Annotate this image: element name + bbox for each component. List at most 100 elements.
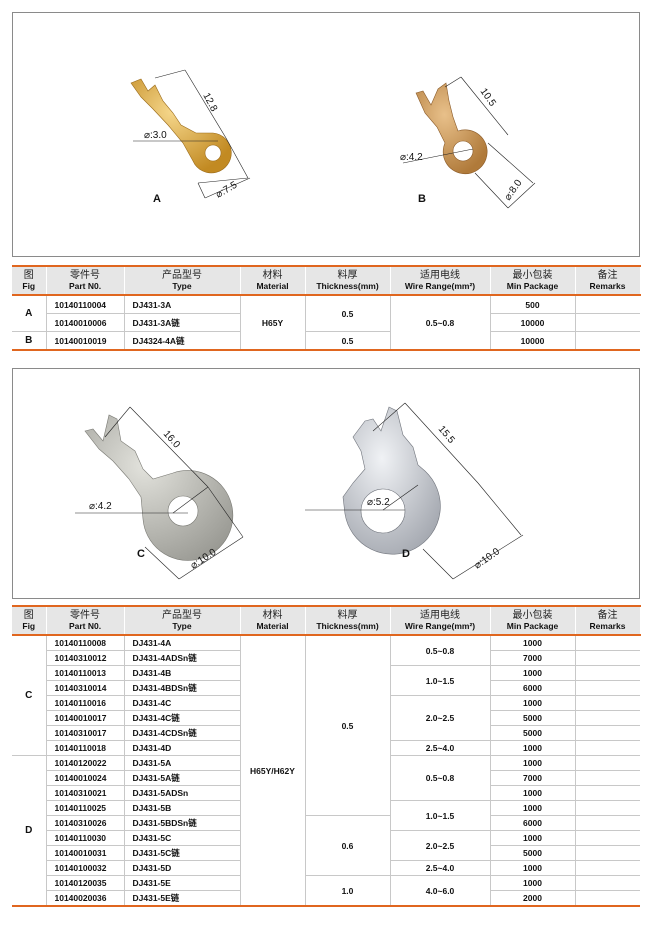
type-cell: DJ431-5E	[123, 875, 241, 891]
dimension-lines-d	[305, 402, 524, 580]
type-cell: DJ431-4B	[123, 665, 241, 681]
part-number-cell: 10140110013	[46, 665, 125, 681]
min-package-cell: 1000	[489, 740, 576, 756]
min-package-cell: 1000	[489, 830, 576, 846]
dimension-outer-d: ⌀:10.0	[472, 546, 502, 571]
figure-label-b: B	[418, 193, 426, 205]
header-label-en: Material	[256, 280, 289, 291]
min-package-cell: 5000	[489, 725, 576, 741]
type-cell: DJ431-5D	[123, 860, 241, 876]
wire-cell: 0.5~0.8	[389, 755, 491, 801]
min-package-cell: 2000	[489, 890, 576, 907]
min-package-cell: 1000	[489, 785, 576, 801]
part-number-cell: 10140120035	[46, 875, 125, 891]
figure-label-d: D	[402, 548, 410, 560]
type-cell: DJ431-4BDSn链	[123, 680, 241, 696]
dimension-length-a: 12.8	[200, 91, 219, 114]
dimension-hole-d: ⌀:5.2	[367, 497, 390, 508]
header-label-en: Fig	[22, 280, 36, 291]
part-number-cell: 10140110004	[45, 294, 125, 314]
header-label-en: Min Package	[506, 620, 559, 631]
type-cell: DJ431-5C链	[123, 845, 241, 861]
header-label-en: Type	[172, 620, 192, 631]
type-cell: DJ431-5ADSn	[123, 785, 241, 801]
dimension-lines-a	[133, 69, 251, 199]
dimension-hole-a: ⌀:3.0	[144, 130, 167, 141]
header-label-en: Thickness(mm)	[316, 280, 379, 291]
remarks-cell	[574, 313, 640, 332]
thickness-cell: 1.0	[304, 875, 391, 907]
remarks-cell	[574, 680, 640, 696]
part-number-cell: 10140110018	[46, 740, 125, 756]
header-label-en: Remarks	[589, 280, 626, 291]
remarks-cell	[574, 695, 640, 711]
header-label-cn: 材料	[262, 269, 283, 281]
dimension-lines-b	[402, 76, 536, 209]
min-package-cell: 1000	[489, 634, 576, 651]
wire-cell: 2.5~4.0	[389, 860, 491, 876]
header-label-en: Material	[256, 620, 289, 631]
min-package-cell: 1000	[489, 755, 576, 771]
remarks-cell	[574, 740, 640, 756]
header-label-cn: 料厚	[337, 609, 358, 621]
header-label-en: Remarks	[589, 620, 626, 631]
min-package-cell: 7000	[489, 650, 576, 666]
header-label-cn: 材料	[262, 609, 283, 621]
type-cell: DJ431-3A	[123, 294, 241, 314]
remarks-cell	[574, 815, 640, 831]
remarks-cell	[574, 331, 640, 351]
remarks-cell	[574, 875, 640, 891]
type-cell: DJ431-4D	[123, 740, 241, 756]
min-package-cell: 10000	[489, 313, 576, 332]
header-label-cn: 图	[23, 609, 34, 621]
type-cell: DJ431-3A链	[123, 313, 241, 332]
remarks-cell	[574, 294, 640, 314]
part-number-cell: 10140110025	[46, 800, 125, 816]
header-label-en: Part N0.	[68, 280, 102, 291]
remarks-cell	[574, 890, 640, 907]
fig-cell: C	[12, 634, 47, 756]
header-label-en: Fig	[22, 620, 36, 631]
wire-cell: 1.0~1.5	[389, 800, 491, 831]
part-number-cell: 10140010024	[46, 770, 125, 786]
remarks-cell	[574, 800, 640, 816]
part-number-cell: 10140310017	[46, 725, 125, 741]
min-package-cell: 5000	[489, 845, 576, 861]
figure-panel-ab: 12.8 ⌀:3.0 ⌀:7.5 A 10.5 ⌀:4.2 ⌀:8.0 B	[12, 12, 640, 257]
part-number-cell: 10140110016	[46, 695, 125, 711]
dimension-length-c: 16.0	[161, 429, 182, 451]
part-number-cell: 10140120022	[45, 755, 125, 771]
remarks-cell	[574, 710, 640, 726]
type-cell: DJ431-4C链	[123, 710, 241, 726]
terminal-drawings-ab: 12.8 ⌀:3.0 ⌀:7.5 A 10.5 ⌀:4.2 ⌀:8.0 B	[130, 69, 536, 209]
type-cell: DJ431-4CDSn链	[123, 725, 241, 741]
remarks-cell	[574, 634, 640, 651]
part-number-cell: 10140010019	[45, 331, 125, 351]
part-number-cell: 10140010017	[46, 710, 125, 726]
dimension-outer-a: ⌀:7.5	[214, 180, 240, 201]
material-cell: H65Y/H62Y	[239, 634, 306, 907]
